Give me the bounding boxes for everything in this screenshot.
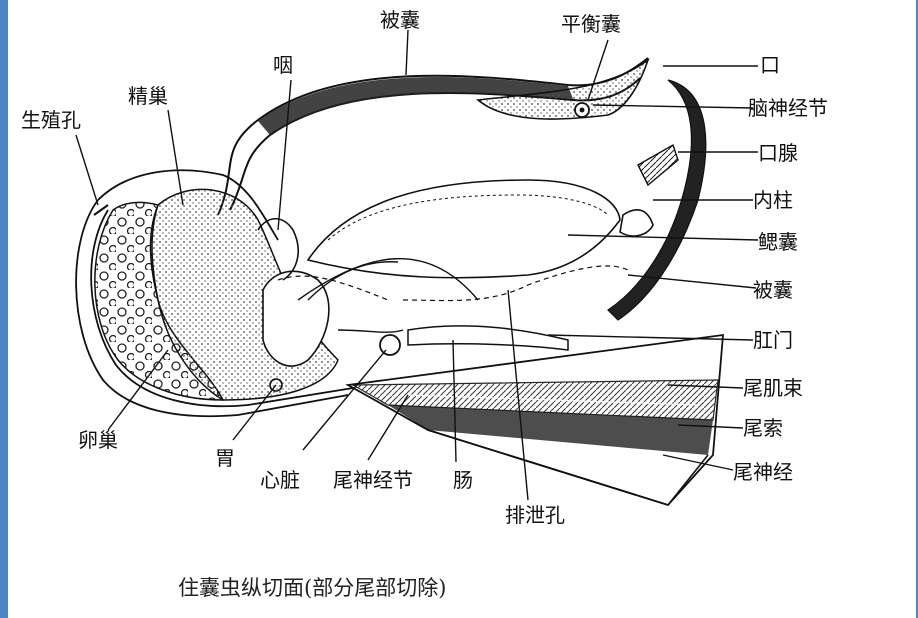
label-anus: 肛门: [753, 330, 793, 350]
gill-sac-inner: [328, 195, 608, 240]
label-brain-ganglion: 脑神经节: [748, 98, 828, 118]
label-testis: 精巢: [128, 86, 168, 106]
label-endostyle: 内柱: [753, 190, 793, 210]
label-caudal-ganglion: 尾神经节: [333, 470, 413, 490]
label-tunic-right: 被囊: [753, 280, 793, 300]
label-mouth: 口: [760, 55, 780, 75]
statocyst-dot: [580, 108, 585, 113]
label-intestine: 肠: [453, 470, 473, 490]
diagram-frame: 被囊 平衡囊 咽 精巢 生殖孔 口 脑神经节 口腺 内柱 鳃囊 被囊 肛门 尾肌…: [8, 0, 916, 618]
label-oral-gland: 口腺: [758, 143, 798, 163]
label-tail-nerve: 尾神经: [733, 462, 793, 482]
intestine: [408, 326, 568, 350]
label-notochord: 尾索: [743, 418, 783, 438]
label-stomach: 胃: [215, 448, 235, 468]
label-gill-sac: 鳃囊: [758, 232, 798, 252]
dashed-lines: [278, 266, 628, 301]
label-excretory-pore: 排泄孔: [505, 505, 565, 525]
label-tail-muscle: 尾肌束: [743, 378, 803, 398]
label-pharynx: 咽: [273, 55, 293, 75]
label-genital-pore: 生殖孔: [21, 110, 81, 130]
label-tunic-top: 被囊: [380, 10, 420, 30]
endostyle: [620, 210, 653, 236]
heart: [380, 335, 400, 355]
label-statocyst: 平衡囊: [561, 14, 621, 34]
oral-gland: [638, 145, 678, 185]
label-ovary: 卵巢: [78, 430, 118, 450]
gill-sac: [308, 180, 620, 278]
label-heart: 心脏: [260, 470, 300, 490]
figure-caption: 住囊虫纵切面(部分尾部切除): [178, 572, 446, 602]
